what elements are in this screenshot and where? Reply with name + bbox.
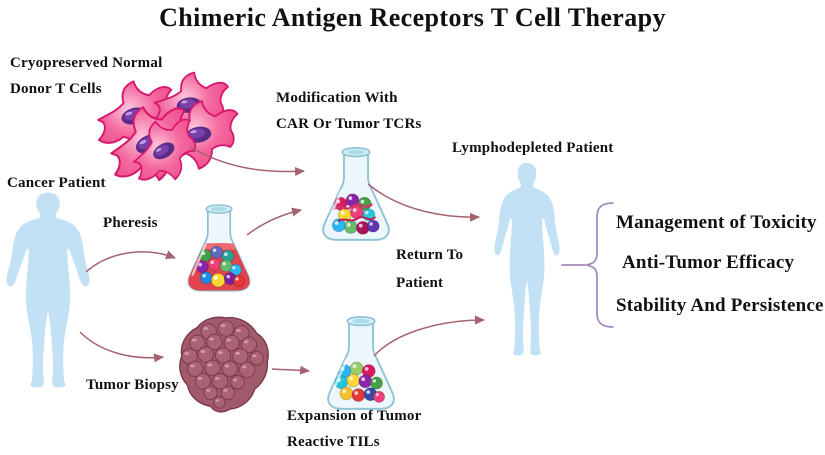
outcome-stability-persistence: Stability And Persistence [616, 295, 824, 316]
arrow-tumor-biopsy [79, 331, 165, 363]
modification-flask-icon [322, 146, 390, 241]
label-donor-cells-line2: Donor T Cells [10, 81, 102, 97]
label-return-line2: Patient [396, 275, 444, 291]
label-cancer-patient: Cancer Patient [7, 175, 106, 191]
label-tumor-biopsy: Tumor Biopsy [86, 377, 179, 393]
arrow-pheresis-flask-to-modification-flask [246, 207, 303, 236]
label-lymphodepleted-patient: Lymphodepleted Patient [452, 140, 614, 156]
label-modification-line1: Modification With [276, 90, 398, 106]
label-expansion-line2: Reactive TILs [287, 434, 380, 450]
label-pheresis: Pheresis [103, 215, 158, 231]
label-expansion-line1: Expansion of Tumor [287, 408, 422, 424]
label-donor-cells-line1: Cryopreserved Normal [10, 55, 163, 71]
arrow-pheresis [85, 250, 177, 273]
curly-brace-icon [583, 202, 614, 328]
outcome-anti-tumor-efficacy: Anti-Tumor Efficacy [622, 252, 795, 273]
expansion-flask-icon [327, 315, 395, 410]
page-title: Chimeric Antigen Receptors T Cell Therap… [159, 3, 666, 32]
arrow-tumor-to-expansion-flask [271, 365, 311, 375]
tumor-mass-icon [179, 316, 269, 413]
arrow-cells-to-modification-flask [189, 146, 306, 176]
pheresis-flask-icon [187, 204, 251, 292]
outcome-management-of-toxicity: Management of Toxicity [616, 212, 817, 233]
arrow-return-to-patient [367, 183, 481, 222]
label-return-line1: Return To [396, 247, 464, 263]
label-modification-line2: CAR Or Tumor TCRs [276, 116, 422, 132]
arrow-expansion-to-patient [373, 315, 486, 357]
